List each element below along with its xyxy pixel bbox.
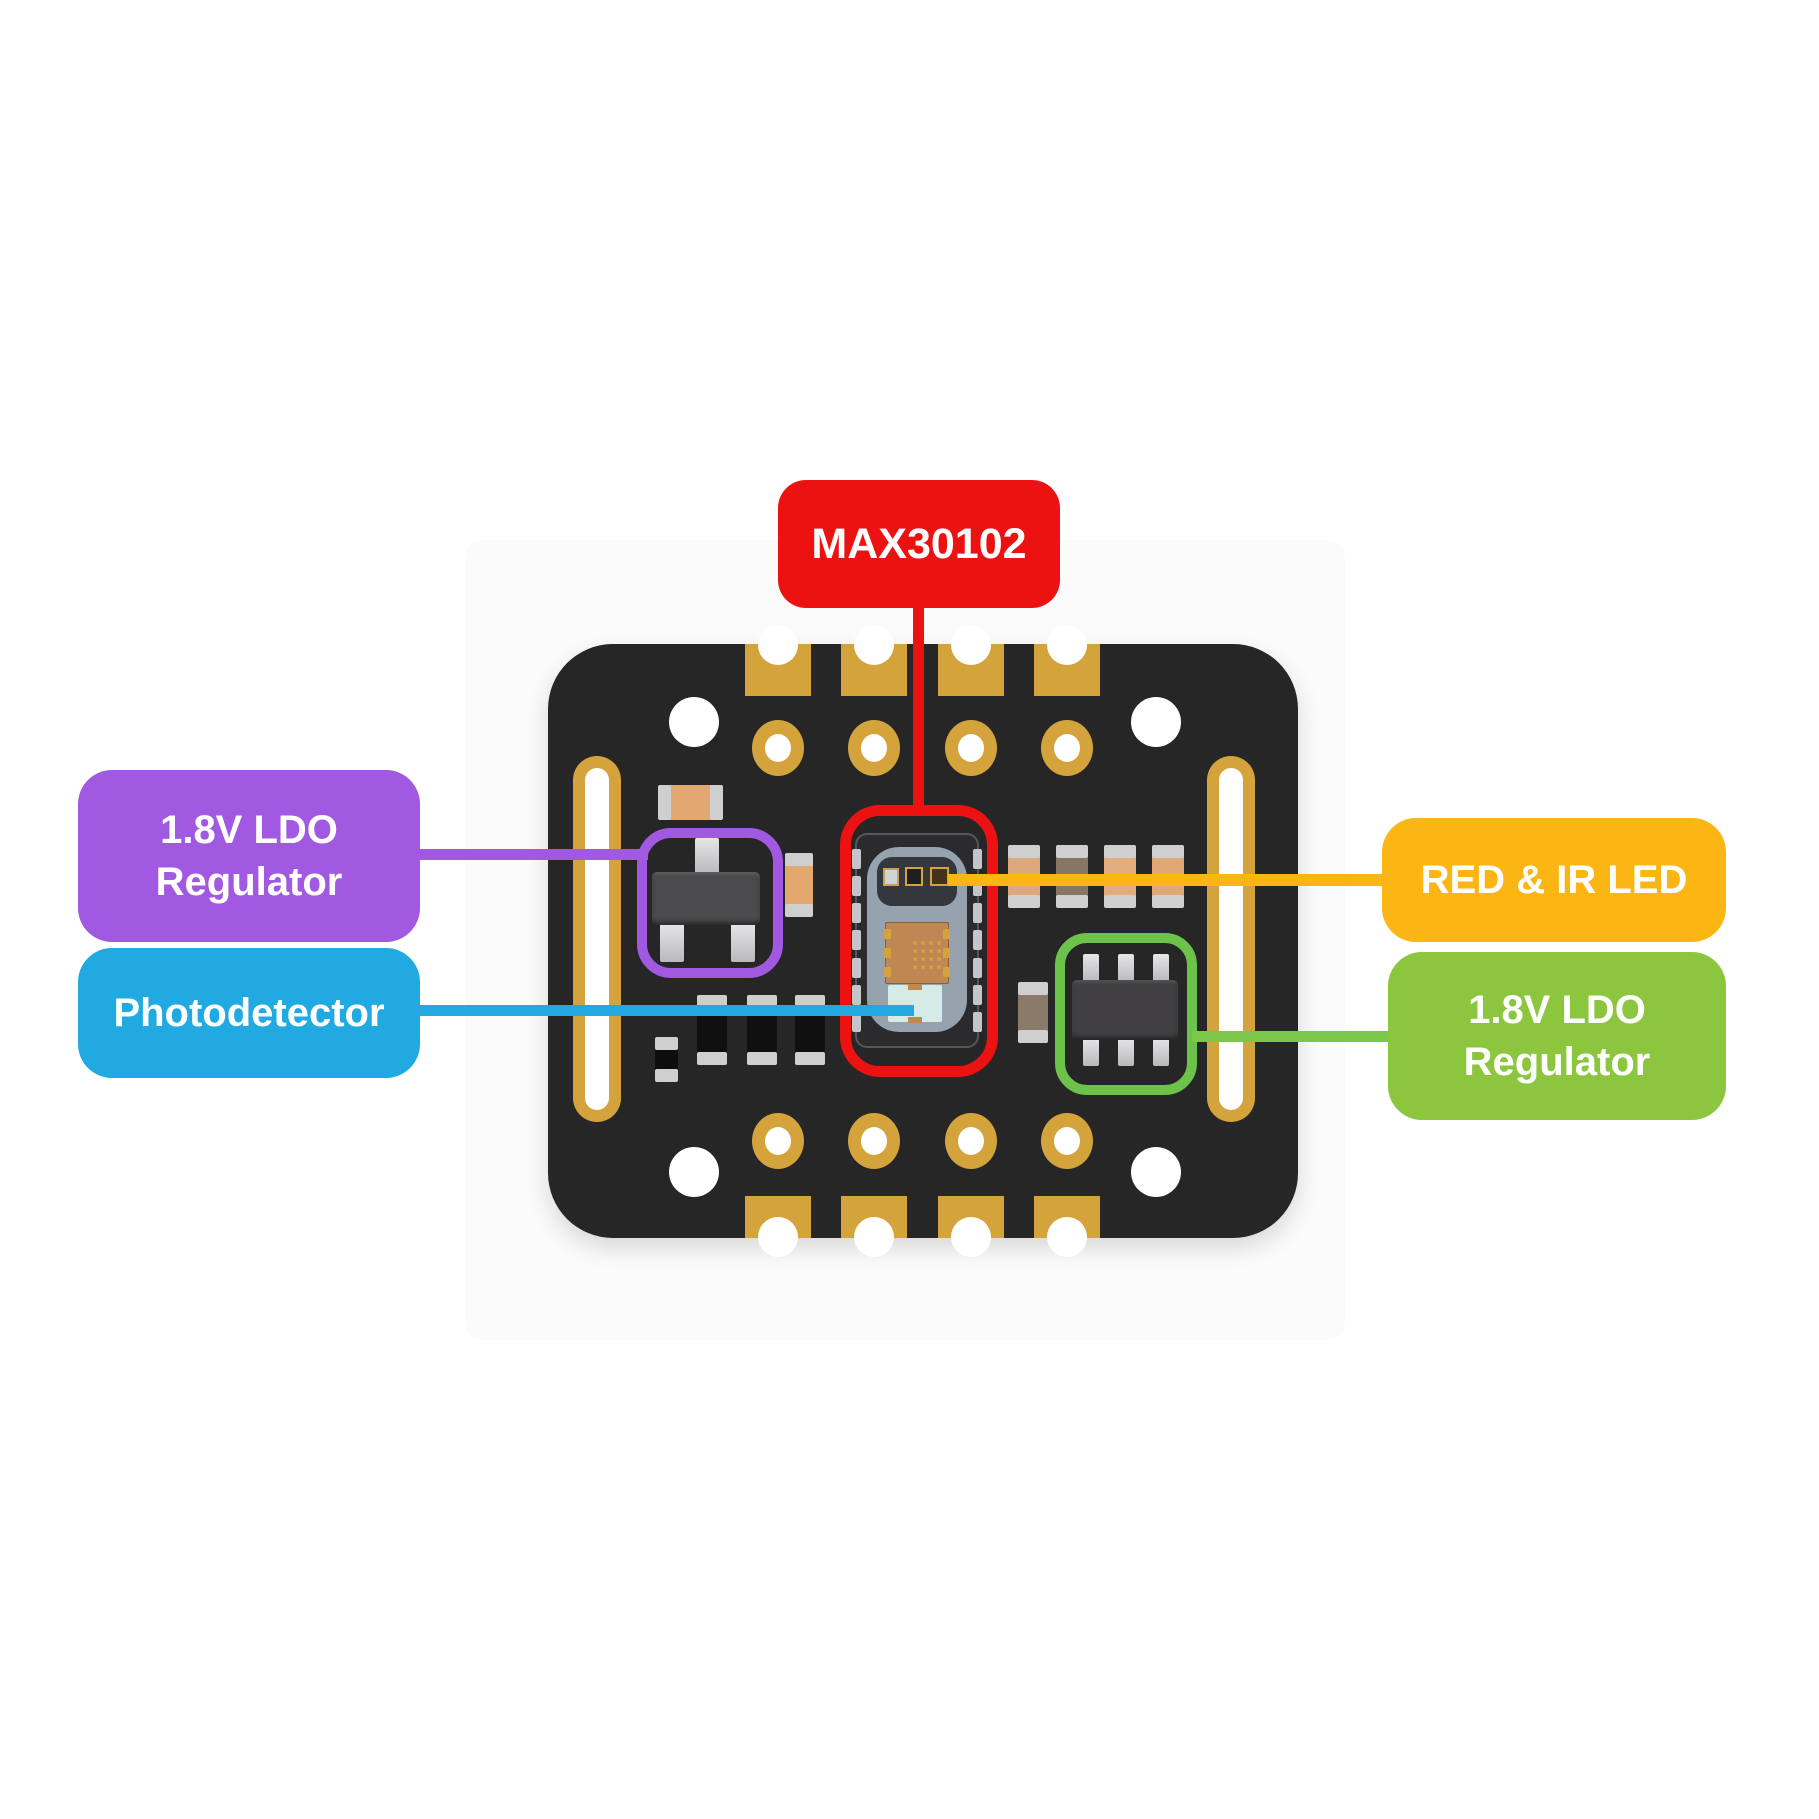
sot23-lead (695, 838, 719, 874)
through-hole-pad (1041, 720, 1093, 776)
castellation-hole (1047, 625, 1087, 665)
die-bond-pads (884, 929, 891, 977)
sensor-pins-left (852, 849, 861, 1032)
callout-ldo-left: 1.8V LDO Regulator (78, 770, 420, 942)
led-compartment (877, 857, 957, 906)
through-hole-pad (752, 1113, 804, 1169)
mounting-hole (669, 1147, 719, 1197)
castellated-pad (745, 625, 811, 696)
highlight-ldo-right (1055, 933, 1197, 1095)
callout-line-max30102 (913, 604, 924, 814)
sensor-die (884, 922, 950, 984)
castellation-hole (758, 1217, 798, 1257)
mounting-hole (669, 697, 719, 747)
soic8-lead (1118, 1038, 1134, 1066)
mounting-hole (1131, 697, 1181, 747)
highlight-max30102 (840, 805, 998, 1077)
capacitor (658, 785, 723, 820)
capacitor (655, 1037, 678, 1082)
through-hole-pad (848, 1113, 900, 1169)
callout-line-ldo-right (1192, 1031, 1392, 1042)
highlight-ldo-left (637, 828, 783, 978)
castellated-pad (745, 1196, 811, 1257)
through-hole-pad (945, 1113, 997, 1169)
callout-ldo-left-line1: 1.8V LDO (160, 808, 338, 852)
callout-ldo-right: 1.8V LDO Regulator (1388, 952, 1726, 1120)
castellation-hole (951, 625, 991, 665)
callout-ldo-right-line2: Regulator (1463, 1040, 1651, 1084)
mounting-hole (1131, 1147, 1181, 1197)
castellated-pad (1034, 625, 1100, 696)
through-hole-pad (945, 720, 997, 776)
castellation-hole (951, 1217, 991, 1257)
callout-max30102: MAX30102 (778, 480, 1060, 608)
castellation-hole (854, 625, 894, 665)
sensor-pins-right (973, 849, 982, 1032)
castellation-hole (1047, 1217, 1087, 1257)
die-bond-grid (911, 939, 941, 969)
callout-photodetector-text: Photodetector (113, 991, 385, 1035)
callout-line-photodetector (416, 1005, 914, 1016)
sensor-optical-window (867, 847, 967, 1032)
castellation-hole (758, 625, 798, 665)
callout-ldo-left-line2: Regulator (155, 860, 343, 904)
edge-slot (1207, 756, 1255, 1122)
edge-slot (573, 756, 621, 1122)
castellation-hole (854, 1217, 894, 1257)
soic8-lead (1083, 1038, 1099, 1066)
through-hole-pad (848, 720, 900, 776)
callout-red-ir-led-text: RED & IR LED (1420, 858, 1688, 902)
soic8-lead (1153, 1038, 1169, 1066)
castellated-pad (841, 1196, 907, 1257)
castellated-pad (938, 1196, 1004, 1257)
callout-photodetector: Photodetector (78, 948, 420, 1078)
callout-line-ldo-left (416, 849, 648, 860)
callout-ldo-right-line1: 1.8V LDO (1468, 988, 1646, 1032)
callout-max30102-text: MAX30102 (811, 520, 1027, 568)
through-hole-pad (752, 720, 804, 776)
max30102-sensor (852, 833, 982, 1048)
ldo-regulator-soic8 (1072, 980, 1178, 1040)
capacitor (785, 853, 813, 917)
die-bond-pads (943, 929, 950, 977)
castellated-pad (841, 625, 907, 696)
castellated-pad (938, 625, 1004, 696)
callout-line-red-ir-led (948, 874, 1386, 886)
castellated-pad (1034, 1196, 1100, 1257)
red-led-icon (905, 867, 923, 886)
capacitor (1018, 982, 1048, 1043)
through-hole-pad (1041, 1113, 1093, 1169)
callout-red-ir-led: RED & IR LED (1382, 818, 1726, 942)
ldo-regulator-sot23 (652, 872, 760, 925)
led-emitter-icon (883, 868, 899, 886)
soic8-lead (1083, 954, 1099, 982)
soic8-lead (1118, 954, 1134, 982)
